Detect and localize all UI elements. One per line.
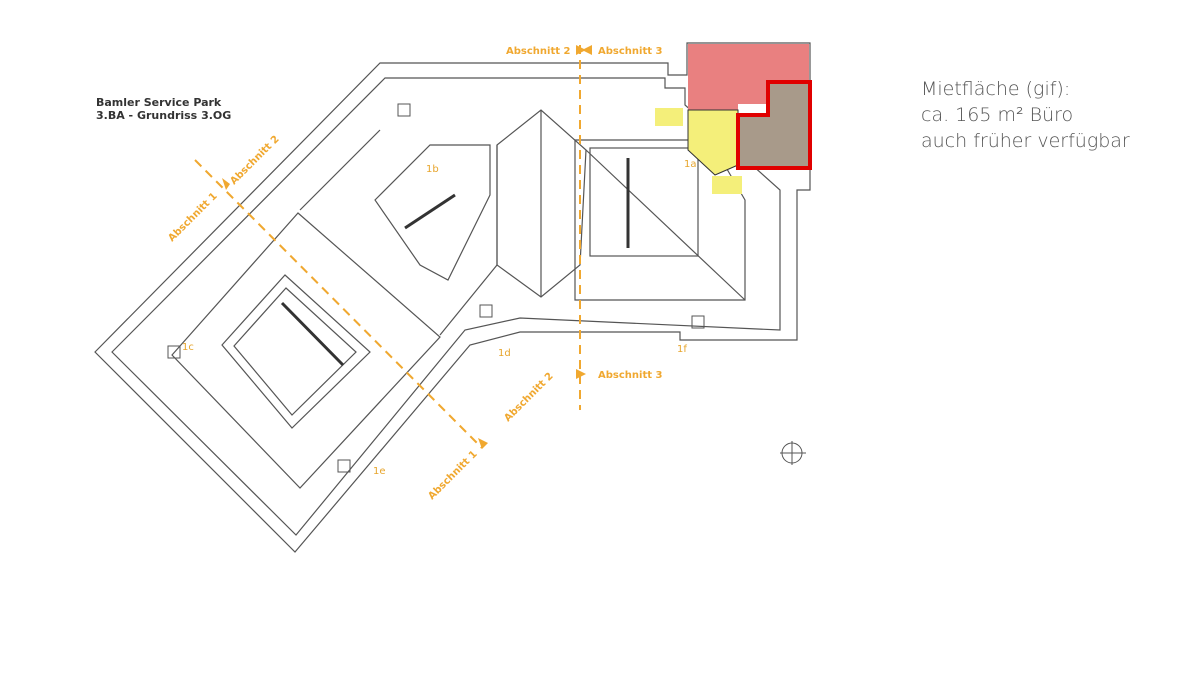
- area-label: 1c: [182, 342, 194, 353]
- section-label: Abschnitt 3: [598, 46, 662, 57]
- wing-1b: [374, 144, 491, 281]
- plan-title: Bamler Service Park 3.BA - Grundriss 3.O…: [96, 96, 231, 122]
- rental-info: Mietfläche (gif): ca. 165 m² Büro auch f…: [921, 76, 1130, 154]
- section-label: Abschnitt 3: [598, 370, 662, 381]
- section-label: Abschnitt 2: [506, 46, 570, 57]
- left-courtyard-ring: [171, 212, 441, 489]
- availability-note: auch früher verfügbar: [921, 130, 1130, 152]
- section-label: Abschnitt 2: [502, 371, 555, 424]
- available-area: [736, 80, 812, 170]
- area-label: 1f: [677, 344, 687, 355]
- area-label: 1b: [426, 164, 439, 175]
- area-label: 1a: [684, 159, 697, 170]
- plan-title-line: Bamler Service Park: [96, 96, 222, 109]
- left-courtyard: [221, 274, 371, 429]
- area-label: 1e: [373, 466, 386, 477]
- rental-area-label: Mietfläche (gif):: [921, 78, 1071, 100]
- area-label: 1d: [498, 348, 511, 359]
- rental-area-size: ca. 165 m² Büro: [921, 104, 1074, 126]
- plan-subtitle-line: 3.BA - Grundriss 3.OG: [96, 109, 232, 122]
- section-line-1: [194, 159, 483, 449]
- core-highlight: [687, 109, 739, 176]
- section-label: Abschnitt 1: [426, 449, 479, 502]
